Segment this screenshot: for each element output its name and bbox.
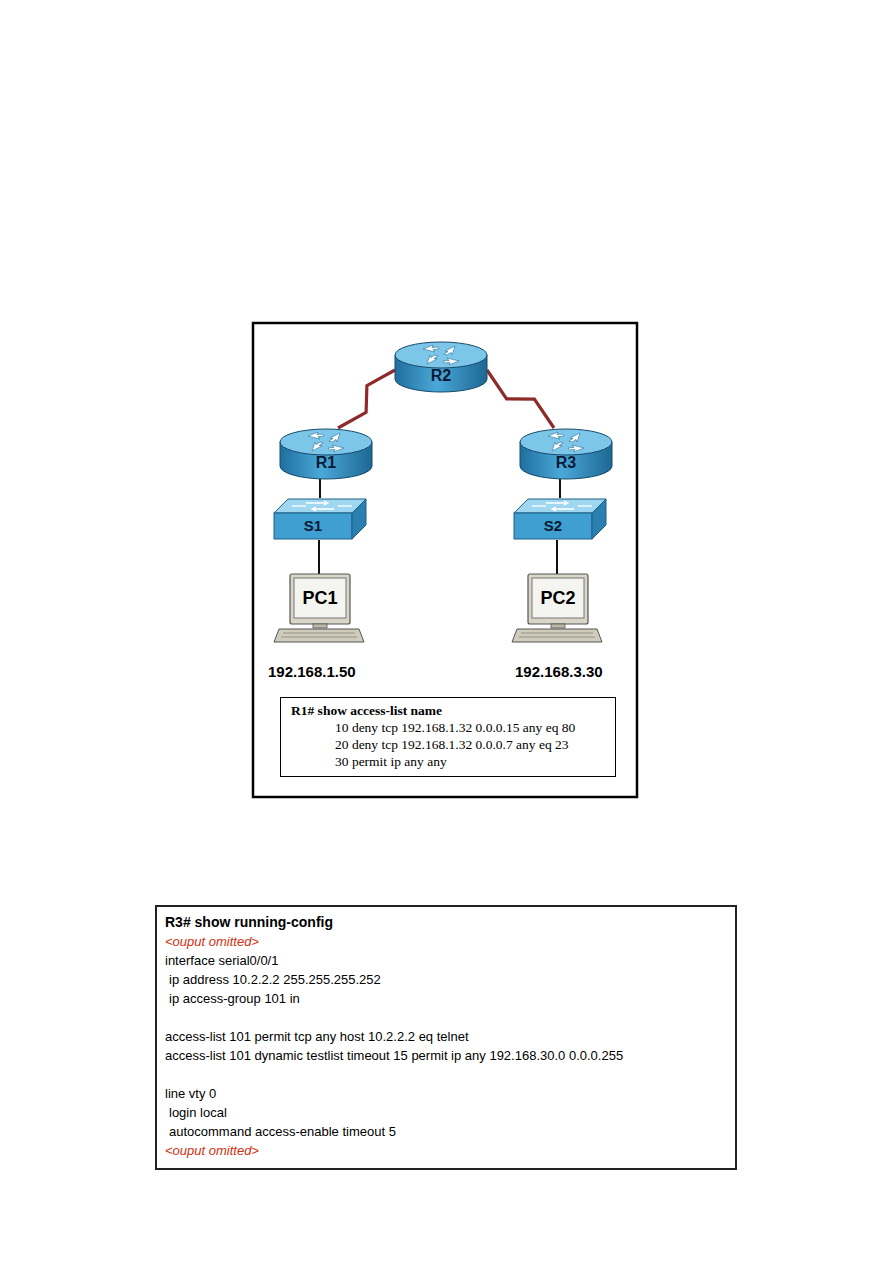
pc-icon: PC1192.168.1.50 <box>273 573 365 643</box>
cli-command: R3# show running-config <box>165 913 725 932</box>
device-label: R3 <box>518 454 614 472</box>
router-symbol <box>518 426 614 480</box>
running-config-box: R3# show running-config<ouput omitted>in… <box>155 905 737 1170</box>
pc-icon: PC2192.168.3.30 <box>511 573 603 643</box>
ethernet-link <box>556 540 558 574</box>
router-symbol <box>278 426 374 480</box>
ethernet-link <box>319 479 321 498</box>
router-symbol <box>393 339 489 393</box>
config-line: ip access-group 101 in <box>165 989 725 1008</box>
config-line: autocommand access-enable timeout 5 <box>165 1122 725 1141</box>
router-icon: R2 <box>393 339 489 393</box>
ethernet-link <box>559 479 561 498</box>
omitted-note: <ouput omitted> <box>165 932 725 951</box>
acl-entry: 10 deny tcp 192.168.1.32 0.0.0.15 any eq… <box>291 719 605 736</box>
device-label: R2 <box>393 367 489 385</box>
router-icon: R3 <box>518 426 614 480</box>
device-label: R1 <box>278 454 374 472</box>
omitted-note: <ouput omitted> <box>165 1141 725 1160</box>
config-line: access-list 101 dynamic testlist timeout… <box>165 1046 725 1065</box>
config-line: access-list 101 permit tcp any host 10.2… <box>165 1027 725 1046</box>
cli-output-box: R1# show access-list name10 deny tcp 192… <box>280 697 616 777</box>
ip-address: 192.168.1.50 <box>268 663 356 680</box>
device-label: PC1 <box>294 585 346 611</box>
acl-entry: 20 deny tcp 192.168.1.32 0.0.0.7 any eq … <box>291 736 605 753</box>
router-icon: R1 <box>278 426 374 480</box>
config-line: login local <box>165 1103 725 1122</box>
config-line: line vty 0 <box>165 1084 725 1103</box>
device-label: S2 <box>514 517 592 535</box>
device-label: PC2 <box>532 585 584 611</box>
acl-entry: 30 permit ip any any <box>291 753 605 770</box>
serial-link <box>487 370 554 428</box>
serial-link <box>338 370 395 428</box>
switch-icon: S2 <box>512 497 608 541</box>
ethernet-link <box>318 540 320 574</box>
device-label: S1 <box>274 517 352 535</box>
config-line: interface serial0/0/1 <box>165 951 725 970</box>
ip-address: 192.168.3.30 <box>515 663 603 680</box>
cli-command: R1# show access-list name <box>291 702 605 719</box>
switch-icon: S1 <box>272 497 368 541</box>
frame-border <box>253 323 637 797</box>
config-line: ip address 10.2.2.2 255.255.255.252 <box>165 970 725 989</box>
